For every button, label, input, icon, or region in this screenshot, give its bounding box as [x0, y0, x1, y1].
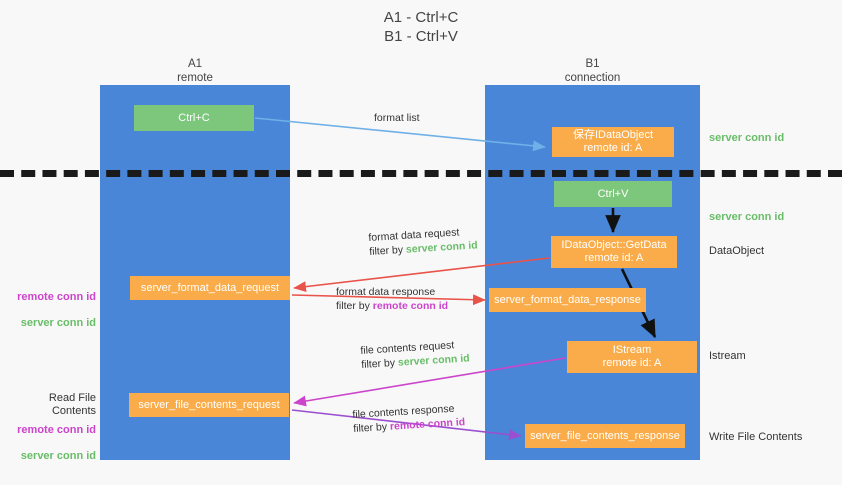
arrow-format-list [254, 117, 546, 152]
box-server-file-contents-response[interactable]: server_file_contents_response [525, 424, 685, 448]
box-server-format-data-request[interactable]: server_format_data_request [130, 276, 290, 300]
box-istream[interactable]: IStream remote id: A [567, 341, 697, 373]
arrow-format-data-response [291, 294, 486, 306]
edge-label-format-data-response: format data response filter by remote co… [336, 285, 448, 313]
note-remote-conn-id-top: remote conn id [17, 291, 96, 303]
note-remote-conn-id-bottom: remote conn id [17, 424, 96, 436]
note-server-conn-id-left-bottom: server conn id [20, 450, 96, 462]
note-read-file-contents: Read File Contents [48, 392, 96, 417]
arrow-file-contents-request [293, 357, 566, 407]
box-server-format-data-response[interactable]: server_format_data_response [489, 288, 646, 312]
edge-label-fd-resp-line1: format data response [336, 286, 436, 298]
arrow-format-data-request [293, 257, 550, 293]
note-conn-ids-bottom: remote conn id server conn id [8, 411, 96, 463]
edge-label-format-list: format list [374, 112, 420, 124]
page-title: A1 - Ctrl+C B1 - Ctrl+V [383, 9, 459, 45]
note-server-conn-id-left-top: server conn id [20, 317, 96, 329]
fc-req-filter-prefix: filter by [360, 356, 399, 371]
note-conn-ids-top: remote conn id server conn id [8, 278, 96, 330]
fd-req-filter-prefix: filter by [368, 243, 407, 258]
note-write-file-contents: Write File Contents [709, 431, 803, 443]
note-server-conn-id-top: server conn id [709, 132, 785, 144]
arrow-file-contents-response [291, 409, 522, 441]
fc-resp-filter-prefix: filter by [352, 420, 391, 435]
note-dataobject: DataObject [709, 245, 765, 257]
edge-label-fd-resp-line2: filter by remote conn id [336, 299, 448, 313]
box-ctrl-v[interactable]: Ctrl+V [554, 181, 672, 207]
fd-resp-filter-value: remote conn id [372, 300, 449, 312]
note-server-conn-id-mid: server conn id [709, 211, 785, 223]
phase-divider [0, 170, 842, 177]
box-idataobject-getdata[interactable]: IDataObject::GetData remote id: A [551, 236, 677, 268]
note-istream: Istream [709, 350, 746, 362]
lane-header-a1: A1 remote [177, 58, 213, 84]
box-save-idataobject[interactable]: 保存IDataObject remote id: A [552, 127, 674, 157]
lane-header-b1: B1 connection [564, 58, 621, 84]
box-ctrl-c[interactable]: Ctrl+C [134, 105, 254, 131]
fd-resp-filter-prefix: filter by [336, 300, 373, 312]
box-server-file-contents-request[interactable]: server_file_contents_request [129, 393, 289, 417]
